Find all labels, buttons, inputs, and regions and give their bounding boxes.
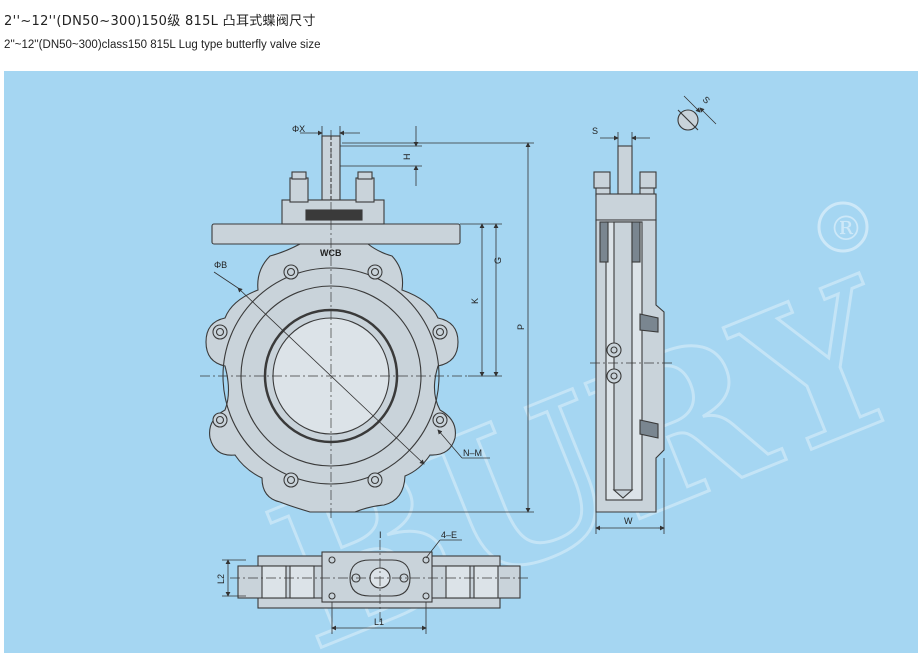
label-s-top: S (592, 126, 598, 136)
label-g: G (493, 257, 503, 264)
label-k: K (470, 298, 480, 304)
mounting-plate (211, 223, 461, 245)
body-marking: WCB (320, 248, 342, 258)
page-title-english: 2''~12''(DN50~300)class150 815L Lug type… (4, 39, 321, 51)
label-h: H (402, 154, 412, 161)
page-title-chinese: 2''~12''(DN50~300)150级 815L 凸耳式蝶阀尺寸 (4, 14, 316, 29)
gland-bolt-right (355, 177, 375, 203)
front-view (205, 135, 461, 513)
side-stem (617, 145, 633, 195)
top-view (237, 551, 521, 609)
label-4-e: 4–E (441, 530, 457, 540)
label-w: W (624, 516, 633, 526)
label-l2: L2 (216, 574, 226, 584)
label-s-stem: S (701, 94, 712, 105)
label-p: P (516, 324, 526, 330)
registered-symbol: ® (829, 209, 863, 249)
stem-section (677, 109, 699, 131)
label-n-m: N–M (463, 448, 482, 458)
bolt-holes (212, 264, 448, 488)
label-i: I (379, 530, 382, 540)
label-l1: L1 (374, 617, 384, 627)
registered-mark: ® (817, 201, 869, 253)
side-gland (595, 193, 657, 221)
label-phi-b: ΦB (214, 260, 227, 270)
label-phi-x: ΦX (292, 124, 305, 134)
side-view (593, 109, 699, 513)
dimension-lines (213, 95, 717, 634)
gland-bolt-left (289, 177, 309, 203)
